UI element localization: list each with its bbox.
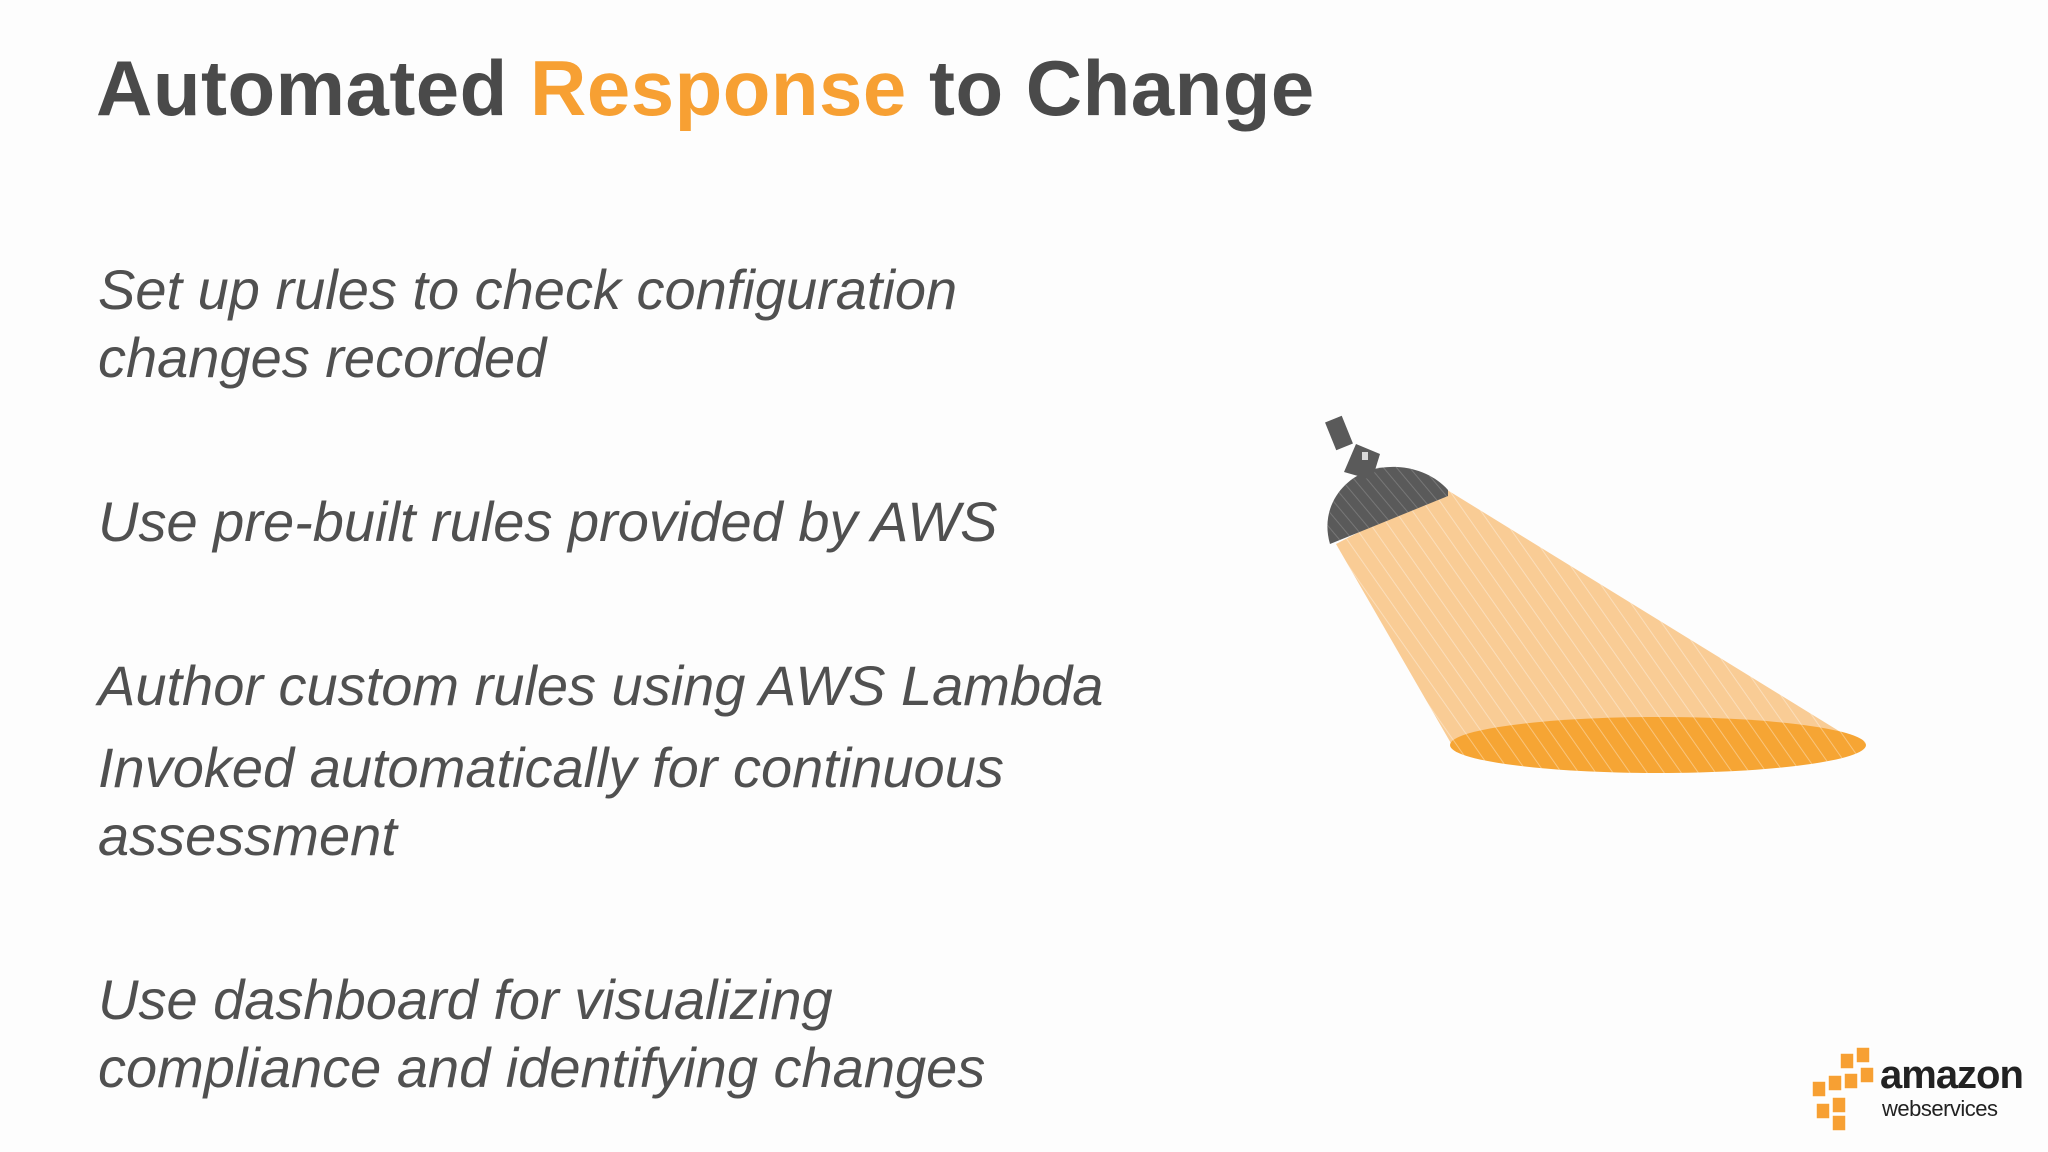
bullet-line: assessment xyxy=(98,804,397,867)
bullet-line: changes recorded xyxy=(98,326,547,389)
aws-logo: amazon webservices xyxy=(1810,1045,2040,1135)
bullet-line: Author custom rules using AWS Lambda xyxy=(98,654,1104,717)
bullet-line: Use dashboard for visualizing xyxy=(98,968,833,1031)
spotlight-icon xyxy=(1325,415,1866,773)
bullet-line: Use pre-built rules provided by AWS xyxy=(98,490,998,553)
bullet-line: compliance and identifying changes xyxy=(98,1036,986,1099)
logo-wordmark: amazon xyxy=(1880,1053,2024,1097)
bullet-line: Set up rules to check configuration xyxy=(98,258,958,321)
title-part-2: to Change xyxy=(906,44,1315,132)
slide-title: Automated Response to Change xyxy=(96,38,1315,138)
bullet-item: Use pre-built rules provided by AWS xyxy=(98,488,998,556)
bullet-line: Invoked automatically for continuous xyxy=(98,736,1004,799)
bullet-item: Invoked automatically for continuous ass… xyxy=(98,734,1004,870)
aws-cubes-icon xyxy=(1811,1046,1875,1132)
logo-subtitle: webservices xyxy=(1882,1096,1998,1121)
bullet-item: Set up rules to check configuration chan… xyxy=(98,256,957,392)
bullet-item: Author custom rules using AWS Lambda xyxy=(98,652,1103,720)
bullet-item: Use dashboard for visualizing compliance… xyxy=(98,966,985,1102)
title-accent-word: Response xyxy=(530,44,907,132)
title-part-1: Automated xyxy=(96,44,530,132)
